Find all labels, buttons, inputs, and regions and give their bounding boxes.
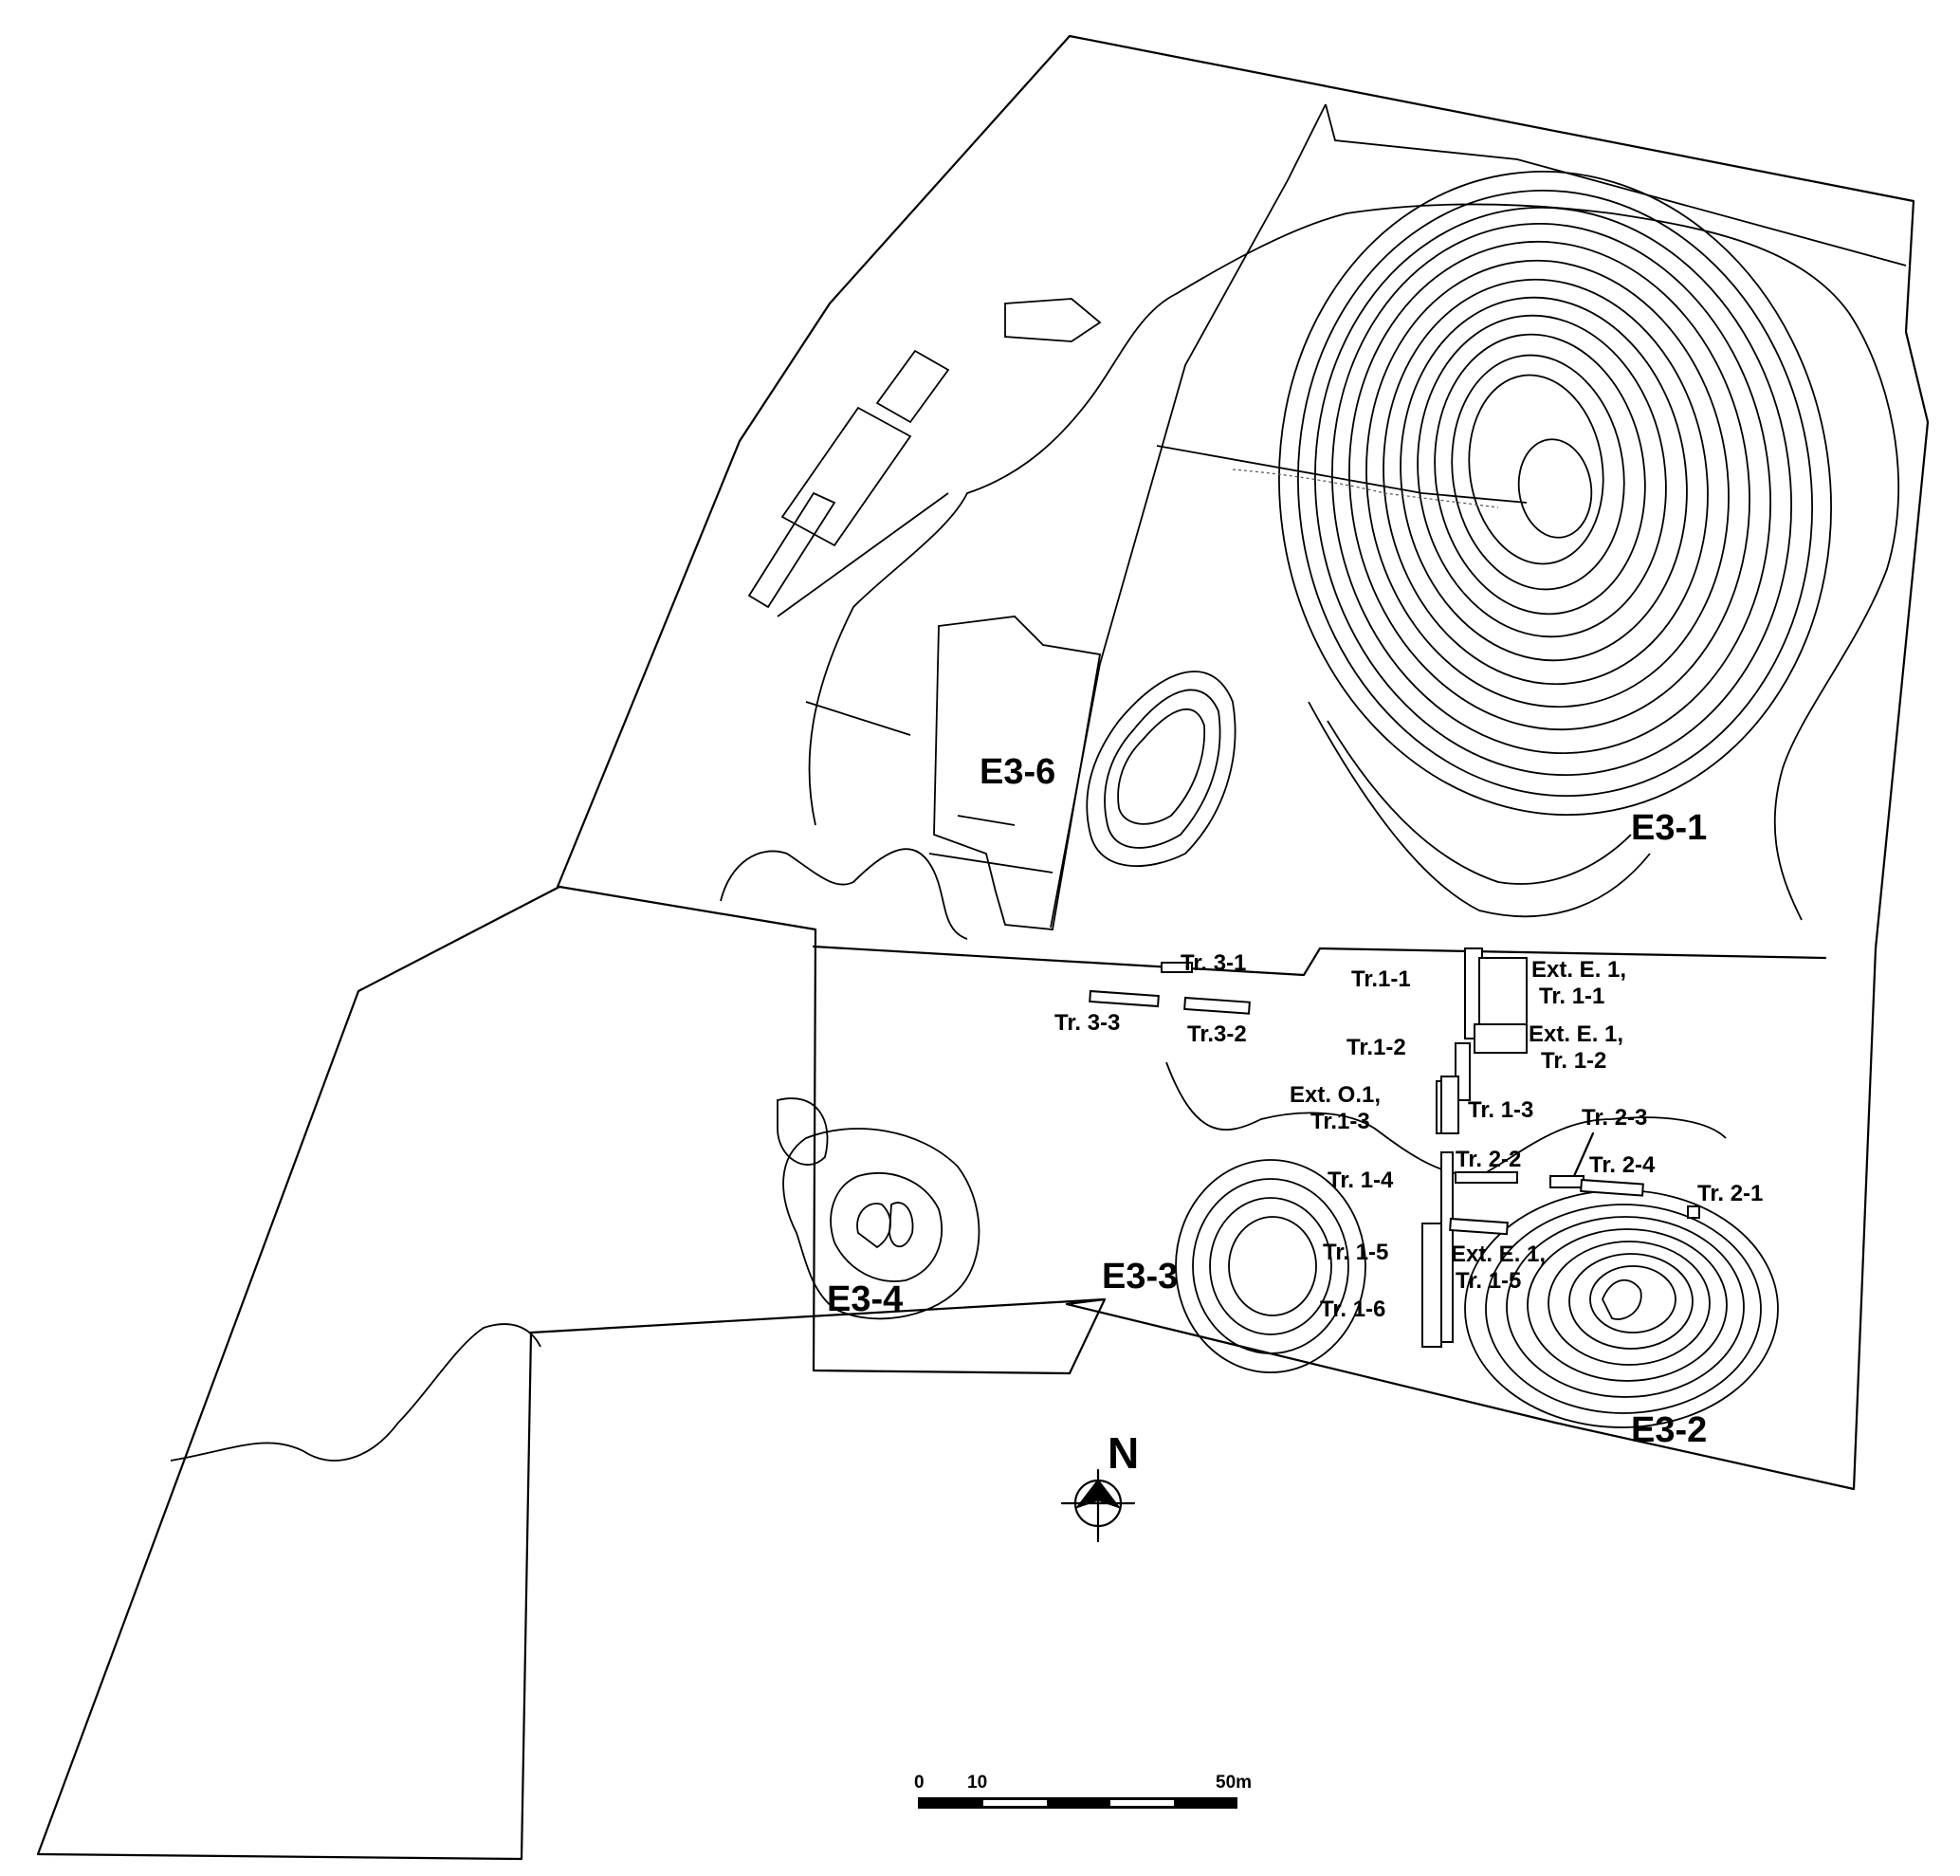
north-arrow-label: N [1108,1428,1139,1478]
trench-1-5-rect [1421,1223,1442,1348]
ext-label-o1-tr13-line1: Ext. O.1, [1290,1082,1381,1108]
trench-2-4-rect [1580,1178,1644,1197]
ext-label-o1-tr13-line2: Tr.1-3 [1310,1109,1370,1134]
scale-bar-tick-50: 50m [1216,1773,1252,1793]
ext-label-e1-tr12-line2: Tr. 1-2 [1541,1048,1606,1074]
property-boundaries [36,34,1930,1861]
scale-bar-segment-2 [1110,1800,1174,1806]
scale-bar-body [918,1797,1237,1809]
trench-label-1-3: Tr. 1-3 [1468,1097,1533,1123]
ext-e1-tr11-rect [1478,957,1528,1025]
trench-3-2-rect [1183,996,1251,1015]
mound-e3-4-contours [782,1128,980,1320]
mound-label-e3-4: E3-4 [827,1279,903,1319]
scale-bar: 0 10 50m [914,1773,1252,1809]
trench-1-3-rect [1440,1076,1459,1134]
mound-e3-3-contours [1175,1159,1366,1373]
trench-label-3-3: Tr. 3-3 [1054,1010,1120,1036]
ext-label-e1-tr11-line2: Tr. 1-1 [1539,984,1604,1009]
mound-label-e3-2: E3-2 [1631,1410,1707,1450]
trench-2-3-rect [1549,1175,1584,1188]
trench-label-1-5: Tr. 1-5 [1323,1240,1388,1265]
trench-label-1-1: Tr.1-1 [1351,966,1411,992]
ext-label-e1-tr12-line1: Ext. E. 1, [1529,1021,1623,1047]
mound-e3-6-contours [1086,671,1236,868]
nw-structures [747,298,1102,930]
trench-label-3-1: Tr. 3-1 [1181,950,1246,976]
trench-label-3-2: Tr.3-2 [1187,1021,1247,1047]
trench-label-2-4: Tr. 2-4 [1589,1152,1656,1178]
north-arrow: N [1060,1428,1139,1543]
ext-label-e1-tr15-line2: Tr. 1-5 [1456,1268,1521,1294]
mound-e3-1-contours [1232,170,1832,918]
mound-label-e3-6: E3-6 [980,752,1055,792]
trench-rectangles [1089,947,1700,1348]
extension-labels: Ext. E. 1, Tr. 1-1 Ext. E. 1, Tr. 1-2 Ex… [1290,957,1626,1294]
ext-label-e1-tr15-line1: Ext. E. 1, [1451,1241,1546,1267]
trench-3-1-rect [1161,962,1193,973]
trench-label-2-1: Tr. 2-1 [1697,1181,1763,1206]
ext-e1-tr15-rect [1449,1217,1509,1236]
trench-2-2-rect [1455,1171,1518,1184]
trench-3-3-rect [1089,989,1160,1008]
trench-label-1-4: Tr. 1-4 [1328,1168,1394,1193]
mound-label-e3-3: E3-3 [1102,1257,1178,1297]
mound-label-e3-1: E3-1 [1631,808,1707,848]
trench-labels: Tr. 3-1 Tr. 3-3 Tr.3-2 Tr.1-1 Tr.1-2 Tr.… [1054,950,1763,1322]
trench-2-1-rect [1687,1205,1700,1219]
ext-label-e1-tr11-line1: Ext. E. 1, [1531,957,1626,983]
north-arrow-head-right [1097,1478,1122,1510]
trench-label-1-2: Tr.1-2 [1346,1035,1406,1060]
scale-bar-tick-0: 0 [914,1773,925,1793]
scale-bar-segment-1 [983,1800,1047,1806]
trench-label-2-3: Tr. 2-3 [1582,1105,1647,1131]
scale-bar-tick-10: 10 [967,1773,987,1793]
ext-e1-tr12-rect [1474,1023,1528,1054]
trench-label-1-6: Tr. 1-6 [1320,1297,1385,1322]
mound-labels: E3-1 E3-2 E3-3 E3-4 E3-6 [827,752,1707,1450]
trench-label-2-2: Tr. 2-2 [1456,1147,1521,1172]
mound-e3-2-contours [1464,1189,1779,1428]
